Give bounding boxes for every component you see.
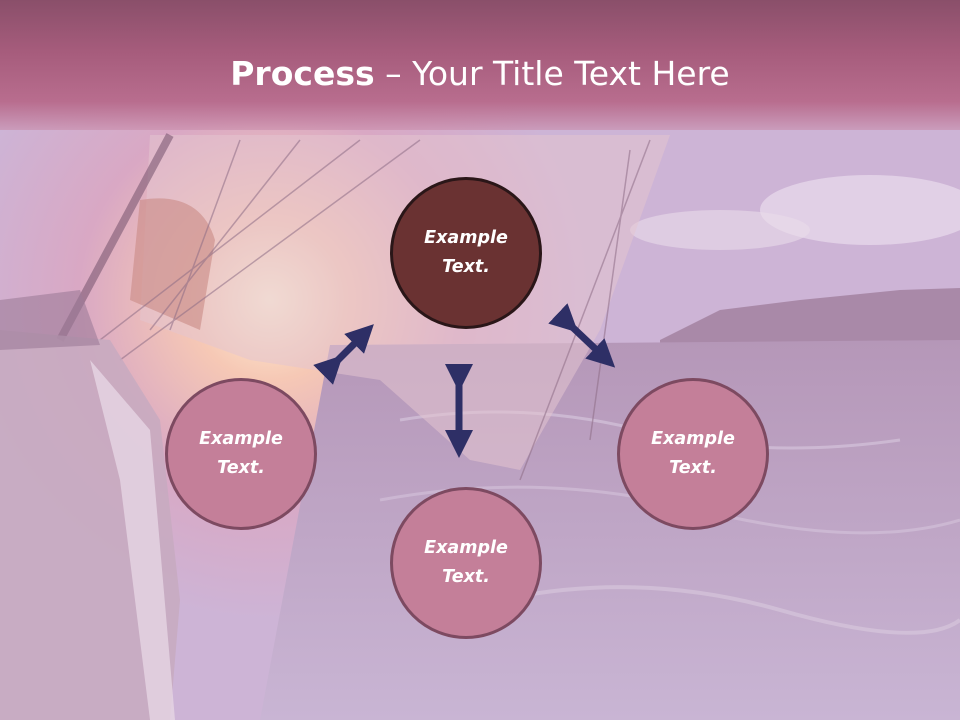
circle-right-line2: Text. bbox=[669, 458, 717, 478]
title-bold: Process bbox=[230, 54, 375, 93]
circle-bottom-line1: Example bbox=[424, 538, 508, 558]
circle-top-line1: Example bbox=[424, 228, 508, 248]
circle-top-line2: Text. bbox=[442, 257, 490, 277]
title-banner bbox=[0, 0, 960, 130]
circle-bottom-line2: Text. bbox=[442, 567, 490, 587]
title-rest: – Your Title Text Here bbox=[374, 54, 730, 93]
circle-right-line1: Example bbox=[651, 429, 735, 449]
slide-title: Process – Your Title Text Here bbox=[0, 50, 960, 98]
arrow-top-left bbox=[313, 324, 374, 385]
circle-left-line1: Example bbox=[199, 429, 283, 449]
arrow-top-right bbox=[548, 303, 616, 368]
circle-left-line2: Text. bbox=[217, 458, 265, 478]
